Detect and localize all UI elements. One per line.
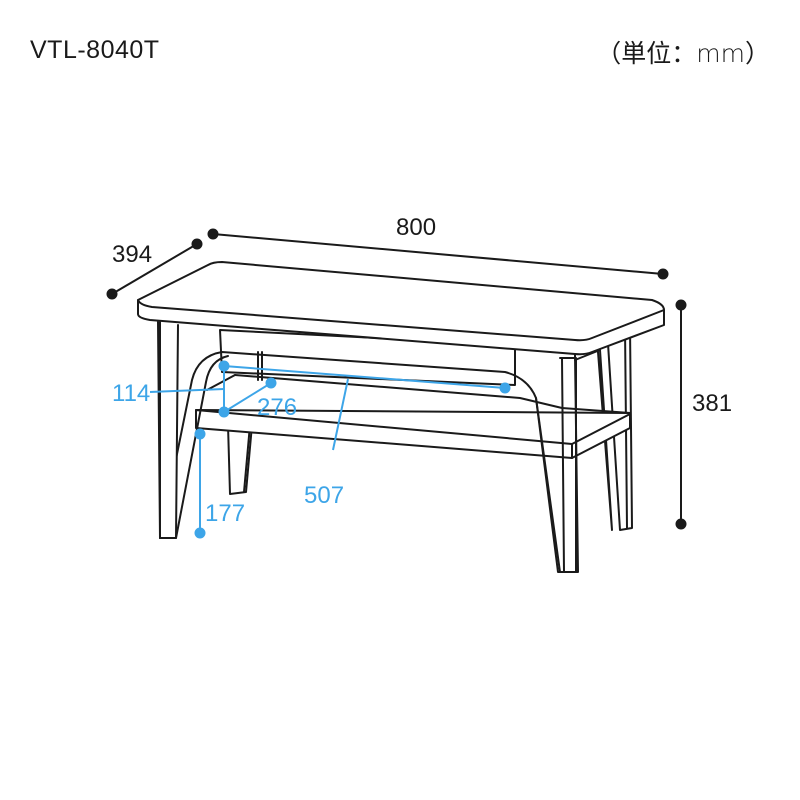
- depth-label: 394: [112, 241, 152, 268]
- height-label: 381: [692, 390, 732, 417]
- depth-endpoint-back: [191, 238, 203, 250]
- shelf-width-label: 507: [304, 482, 344, 509]
- lower-shelf: [195, 409, 631, 459]
- table-drawing: [137, 261, 665, 573]
- inner-dimension-lines: [149, 360, 511, 539]
- shelf-width-line: [223, 365, 506, 389]
- shelf-width-leader: [332, 378, 349, 451]
- shelf-depth-line: [223, 382, 272, 413]
- height-endpoint-bottom: [675, 518, 687, 530]
- clearance-leader: [149, 388, 225, 393]
- table-top: [137, 261, 665, 356]
- outer-dimension-lines: [106, 228, 687, 530]
- depth-dimension-line: [111, 243, 198, 295]
- width-label: 800: [396, 214, 436, 241]
- width-endpoint-left: [207, 228, 219, 240]
- width-dimension-line: [212, 233, 664, 275]
- unit-label: （単位：mm）: [596, 39, 770, 68]
- height-endpoint-top: [675, 299, 687, 311]
- depth-endpoint-front: [106, 288, 118, 300]
- front-right-leg: [535, 357, 577, 573]
- clearance-height-label: 114: [112, 380, 150, 407]
- width-endpoint-right: [657, 268, 669, 280]
- shelf-depth-label: 276: [257, 394, 297, 421]
- floor-height-label: 177: [205, 500, 245, 527]
- model-name: VTL-8040T: [30, 36, 160, 64]
